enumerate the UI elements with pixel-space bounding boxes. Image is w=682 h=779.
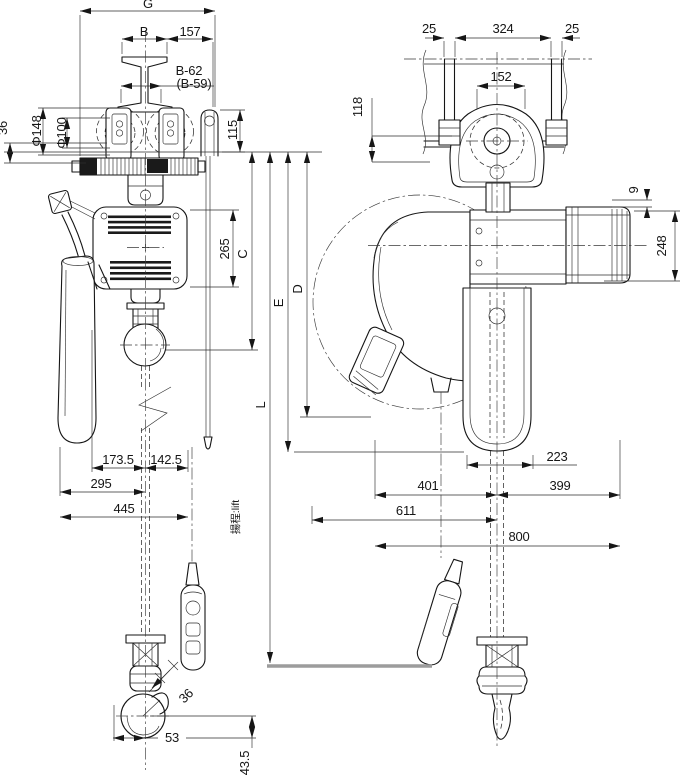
- dim-g: G: [143, 0, 153, 11]
- suspension-neck: [485, 182, 511, 213]
- pendant-control-side: [416, 377, 463, 666]
- dim-248: 248: [654, 235, 669, 256]
- dim-43-5: 43.5: [237, 751, 252, 776]
- pendant-control-front: [180, 447, 206, 671]
- dim-d: D: [290, 284, 305, 293]
- dim-dia148: Φ148: [29, 115, 44, 146]
- dim-36: 36: [0, 121, 10, 135]
- dim-dia100: Φ100: [54, 117, 69, 148]
- dim-173-5: 173.5: [102, 452, 134, 467]
- dim-118: 118: [350, 97, 365, 117]
- dim-l: L: [253, 401, 268, 408]
- side-view: [267, 49, 631, 740]
- hook-block-up: [120, 302, 170, 367]
- hook-side-down: [476, 451, 528, 740]
- dimension-labels: G B 157 B-62 (B-59) 36 Φ148 Φ100 115 265…: [0, 0, 669, 775]
- trolley-side-arm: [200, 109, 219, 450]
- dim-9: 9: [626, 186, 641, 193]
- dim-b59: (B-59): [177, 76, 212, 91]
- dim-401: 401: [417, 478, 438, 493]
- dim-25-left: 25: [422, 21, 436, 36]
- dimension-lines: [4, 7, 680, 748]
- dim-611: 611: [396, 503, 416, 518]
- dim-c: C: [235, 249, 250, 258]
- dim-53: 53: [165, 730, 179, 745]
- dim-157: 157: [179, 24, 200, 39]
- dim-115: 115: [225, 120, 240, 140]
- dim-152: 152: [490, 69, 511, 84]
- dim-b62: B-62: [176, 63, 203, 78]
- trolley-side-plates: [105, 107, 185, 161]
- chain-container: [47, 189, 111, 444]
- dim-324: 324: [492, 21, 513, 36]
- dim-223: 223: [546, 449, 567, 464]
- beam-section: [117, 56, 173, 113]
- hanger-bolts: [438, 58, 568, 146]
- hoist-body-front: [92, 206, 188, 304]
- dim-hook-36: 36: [176, 685, 197, 706]
- dim-800: 800: [508, 529, 529, 544]
- dim-b: B: [140, 24, 148, 39]
- dim-142-5: 142.5: [150, 452, 182, 467]
- front-view: [47, 56, 219, 739]
- hook-block-down: [116, 634, 172, 739]
- chain-guide-box: [348, 326, 405, 396]
- chain-fall: [138, 366, 172, 632]
- dim-25-right: 25: [565, 21, 579, 36]
- dim-e: E: [271, 298, 286, 307]
- motor: [565, 206, 631, 284]
- dim-399: 399: [549, 478, 570, 493]
- dim-265: 265: [217, 238, 232, 259]
- dim-295: 295: [90, 476, 111, 491]
- label-lift: 揚程:lift: [229, 500, 242, 534]
- dim-445: 445: [113, 501, 134, 516]
- centerlines: [145, 30, 648, 770]
- trolley-load-bar: [71, 157, 206, 176]
- hoist-frame-side: [469, 209, 567, 285]
